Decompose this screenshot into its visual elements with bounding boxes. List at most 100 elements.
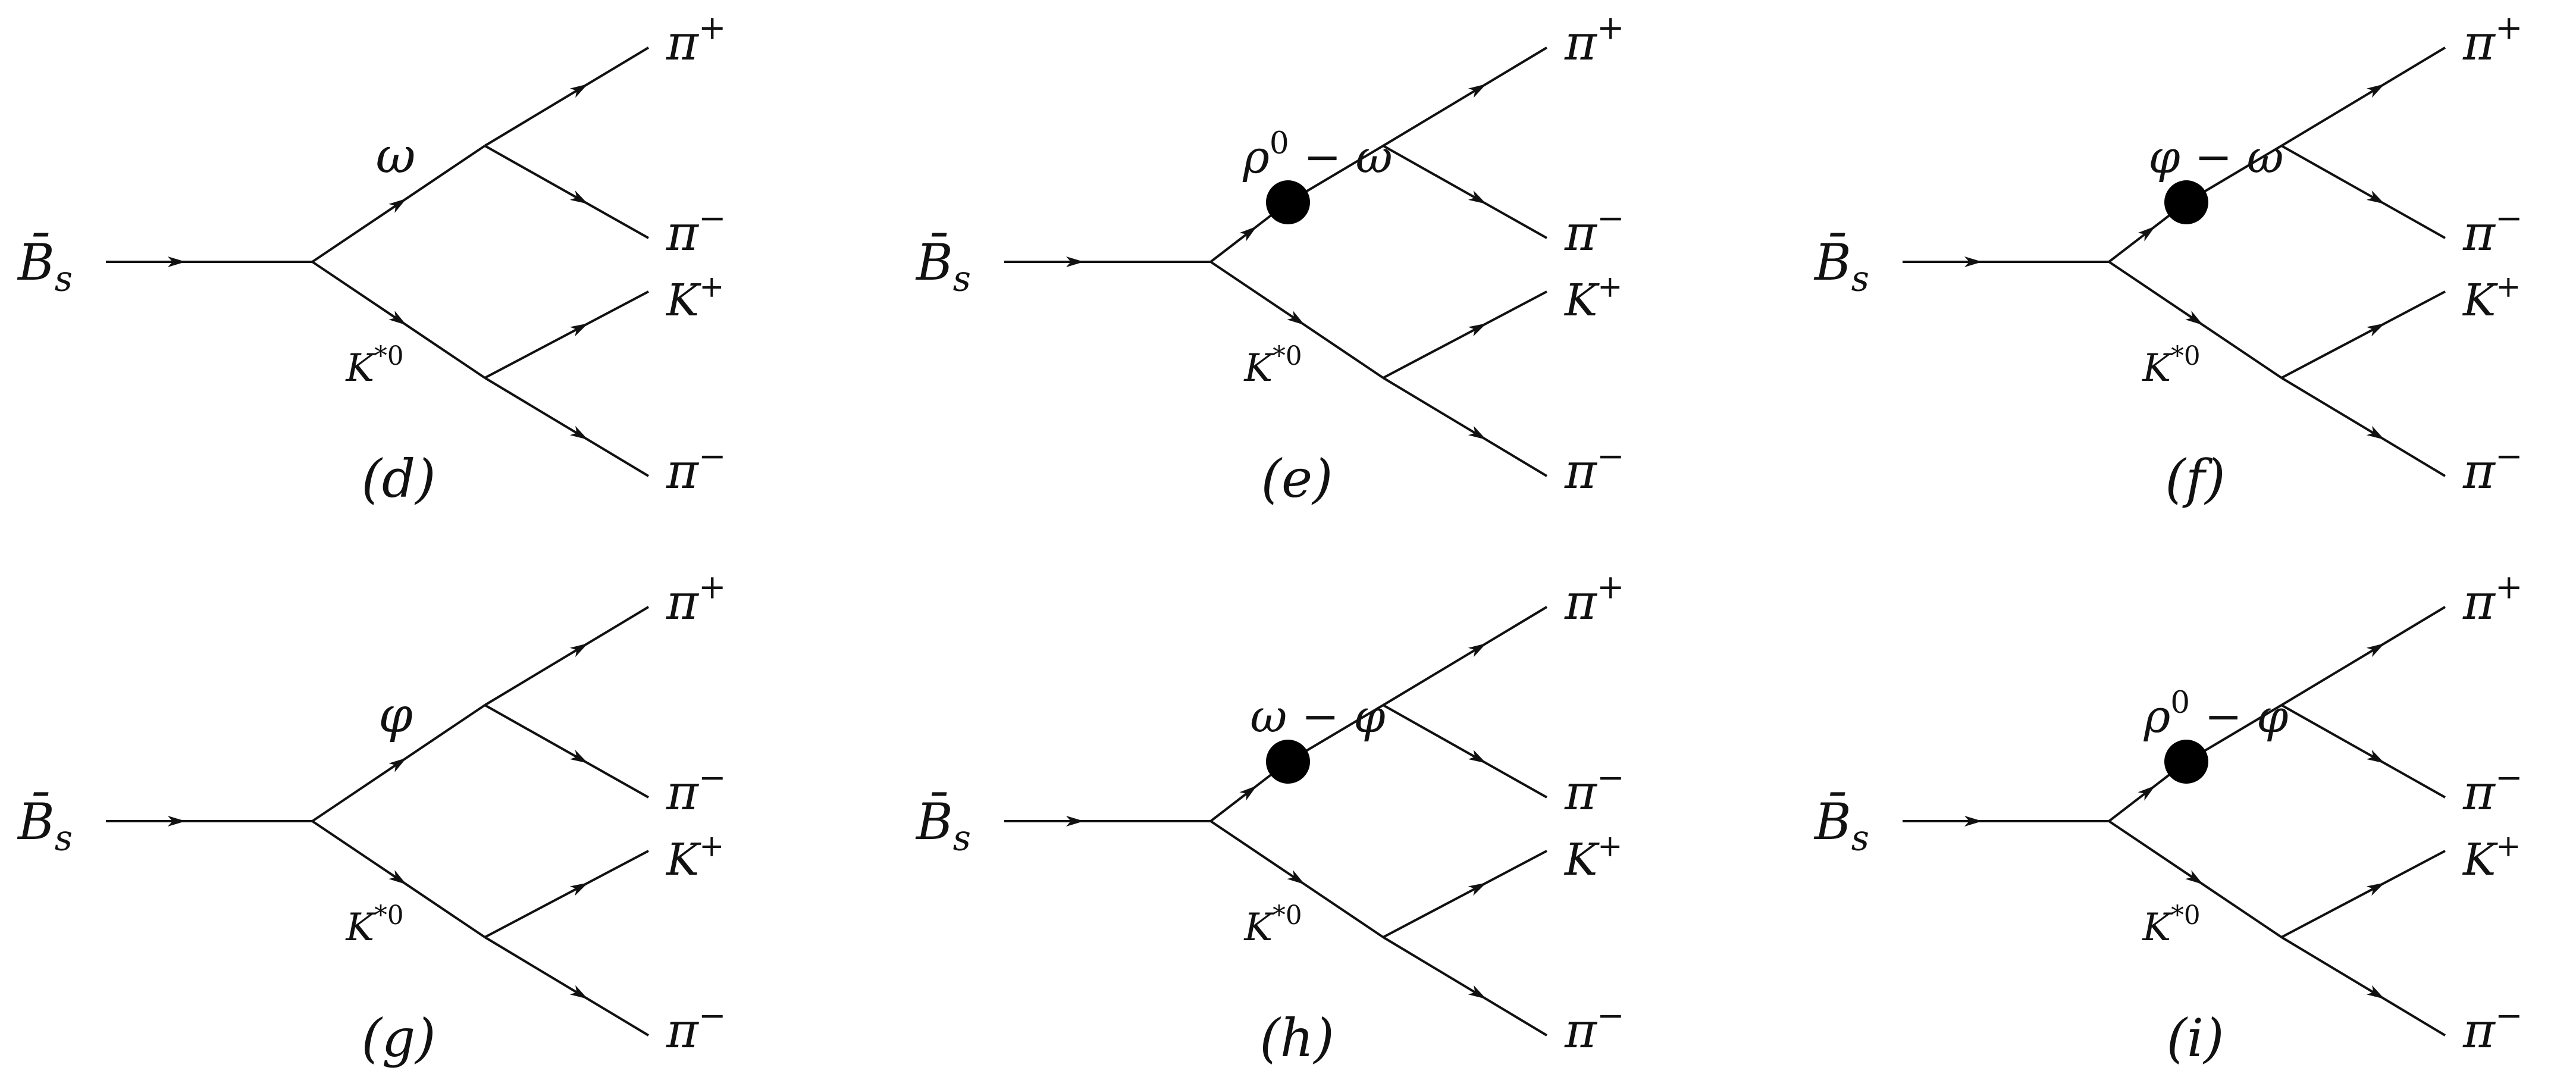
final-state-pi-minus-label: π− [1564,759,1625,821]
outgoing-pi-minus-2-line-arrow [2366,985,2385,999]
outgoing-pi-plus-line-arrow [1468,643,1487,658]
outgoing-pi-minus-2-line-arrow [569,985,588,999]
upper-propagator-line-arrow [388,757,407,772]
final-state-pi-plus-label: π+ [2462,9,2523,71]
diagram-d: B̄sωK*0π+π−K+π−(d) [17,9,726,509]
outgoing-k-plus-line [2281,850,2446,938]
lower-propagator-line-arrow [1287,311,1305,325]
outgoing-pi-minus-2-line [1382,936,1548,1037]
initial-state-label: B̄s [17,233,73,299]
panel-caption: (i) [2167,1007,2224,1069]
lower-resonance-label: K*0 [1243,342,1302,390]
outgoing-pi-minus-2-line-arrow [569,425,588,440]
upper-propagator-line-arrow [1239,785,1257,801]
outgoing-pi-plus-line-arrow [1468,84,1487,98]
panel-caption: (f) [2165,448,2225,509]
incoming-bs-line-arrow [1066,816,1084,827]
final-state-pi-minus-2-label: π− [2462,997,2523,1059]
final-state-k-plus-label: K+ [665,269,724,326]
outgoing-pi-minus-line [2281,704,2446,799]
final-state-pi-minus-label: π− [2462,759,2523,821]
upper-resonance-label: ω [376,128,416,184]
initial-state-label: B̄s [1813,233,1869,299]
final-state-pi-minus-2-label: π− [2462,437,2523,500]
outgoing-k-plus-line [2281,290,2446,379]
incoming-bs-line-arrow [167,256,186,267]
outgoing-k-plus-line-arrow [2366,323,2385,337]
panel-caption: (e) [1261,448,1333,509]
outgoing-pi-plus-line-arrow [569,84,588,98]
outgoing-pi-plus-line-arrow [2366,643,2385,658]
lower-propagator-line-arrow [388,311,407,325]
lower-propagator-line-arrow [1287,870,1305,885]
outgoing-pi-minus-line [2281,145,2446,239]
outgoing-pi-minus-2-line [484,377,650,477]
incoming-bs-line-arrow [1066,256,1084,267]
final-state-pi-minus-label: π− [1564,199,1625,262]
outgoing-pi-minus-2-line [1382,377,1548,477]
outgoing-pi-plus-line [1382,46,1548,147]
final-state-pi-plus-label: π+ [2462,568,2523,631]
final-state-k-plus-label: K+ [1563,269,1622,326]
outgoing-pi-plus-line [2280,46,2446,147]
outgoing-k-plus-line [1383,850,1547,938]
outgoing-k-plus-line [1383,290,1547,379]
outgoing-pi-minus-line [484,145,649,239]
outgoing-pi-minus-2-line [2280,936,2446,1037]
mixing-blob [2164,740,2208,784]
upper-propagator-line-arrow [1239,226,1257,242]
outgoing-pi-minus-line-arrow [2366,750,2385,763]
initial-state-label: B̄s [915,792,971,859]
final-state-k-plus-label: K+ [2462,828,2521,885]
final-state-pi-plus-label: π+ [1564,9,1625,71]
lower-resonance-label: K*0 [2142,342,2200,390]
diagram-e: B̄sρ0 − ωK*0π+π−K+π−(e) [915,9,1625,509]
mixing-blob [2164,180,2208,224]
outgoing-k-plus-line-arrow [1468,323,1487,337]
upper-resonance-label: ρ0 − φ [2143,685,2289,743]
initial-state-label: B̄s [1813,792,1869,859]
upper-propagator-line-arrow [2138,226,2155,242]
final-state-k-plus-label: K+ [2462,269,2521,326]
outgoing-pi-minus-line [1383,145,1547,239]
outgoing-pi-plus-line-arrow [2366,84,2385,98]
final-state-k-plus-label: K+ [665,828,724,885]
final-state-pi-plus-label: π+ [1564,568,1625,631]
outgoing-k-plus-line [484,850,649,938]
final-state-pi-minus-2-label: π− [1564,997,1625,1059]
upper-propagator-line-arrow [2138,785,2155,801]
diagram-g: B̄sφK*0π+π−K+π−(g) [17,568,726,1069]
panel-caption: (d) [362,448,436,509]
diagram-h: B̄sω − φK*0π+π−K+π−(h) [915,568,1625,1069]
outgoing-pi-plus-line-arrow [569,643,588,658]
lower-propagator-line-arrow [2185,311,2204,325]
panel-caption: (h) [1259,1007,1334,1069]
outgoing-k-plus-line-arrow [569,882,588,896]
outgoing-pi-minus-line [1383,704,1547,799]
outgoing-pi-minus-line-arrow [1468,750,1487,763]
final-state-pi-plus-label: π+ [666,9,726,71]
outgoing-pi-minus-line-arrow [569,750,588,763]
outgoing-pi-plus-line [1382,606,1548,706]
final-state-pi-minus-2-label: π− [666,997,726,1059]
upper-resonance-label: φ − ω [2148,130,2283,183]
final-state-pi-minus-label: π− [666,759,726,821]
initial-state-label: B̄s [17,792,73,859]
outgoing-k-plus-line-arrow [2366,882,2385,896]
outgoing-pi-minus-line [484,704,649,799]
initial-state-label: B̄s [915,233,971,299]
mixing-blob [1266,740,1310,784]
lower-resonance-label: K*0 [345,901,403,950]
final-state-pi-plus-label: π+ [666,568,726,631]
outgoing-pi-minus-2-line [2280,377,2446,477]
lower-resonance-label: K*0 [345,342,403,390]
outgoing-pi-minus-2-line [484,936,650,1037]
outgoing-pi-plus-line [484,606,650,706]
outgoing-pi-minus-line-arrow [2366,190,2385,204]
incoming-bs-line-arrow [167,816,186,827]
outgoing-pi-minus-2-line-arrow [1468,425,1487,440]
mixing-blob [1266,180,1310,224]
upper-resonance-label: ρ0 − ω [1242,126,1393,183]
